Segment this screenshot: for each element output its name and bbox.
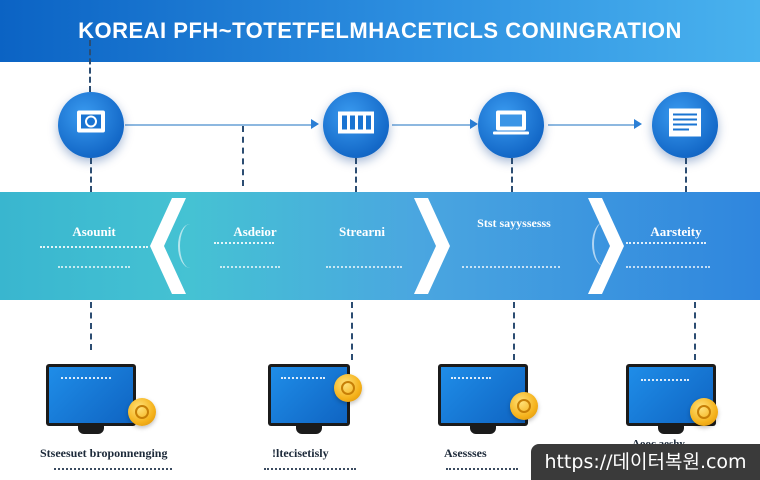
stage-label: Aarsteity	[650, 224, 702, 239]
caption-detail-line	[446, 468, 518, 470]
stage-circle-4	[652, 92, 718, 158]
step-caption: Asessses	[444, 446, 487, 460]
caption-detail-line	[264, 468, 356, 470]
step-caption: Stseesuet broponnenging	[40, 446, 168, 460]
stage-label: Asdeior	[233, 224, 277, 239]
band-monitor-connector	[90, 302, 92, 350]
step-caption: !ltecisetisly	[272, 446, 329, 460]
caption-detail-line	[54, 468, 172, 470]
stage-circle-1	[58, 92, 124, 158]
chevron-icon	[150, 198, 186, 294]
chevron-right-icon	[588, 198, 624, 294]
arrow-right-icon	[634, 119, 642, 129]
page-title: KOREAI PFH~TOTETFELMHACETICLS CONINGRATI…	[78, 18, 682, 43]
header-banner	[0, 0, 760, 62]
branch-connector	[242, 126, 244, 186]
arrow-right-icon	[470, 119, 478, 129]
monitor-icon	[46, 364, 136, 426]
connector-line	[125, 124, 315, 126]
stage-detail-line	[326, 266, 402, 270]
stage-detail-line	[626, 242, 706, 247]
stage-detail-line	[214, 242, 274, 247]
stage-circle-2	[323, 92, 389, 158]
arc-decoration	[418, 222, 442, 266]
monitor-stand	[470, 426, 496, 434]
document-icon	[667, 107, 703, 144]
building-icon	[336, 108, 376, 143]
chevron-right-icon	[414, 198, 450, 294]
watermark-banner: https://데이터복원.com	[531, 444, 760, 480]
stage-detail-line	[462, 266, 560, 270]
laptop-icon	[492, 108, 530, 143]
monitor-stand	[658, 426, 684, 434]
band-monitor-connector	[351, 302, 353, 360]
arc-decoration	[592, 222, 616, 266]
band-monitor-connector	[694, 302, 696, 360]
coin-icon	[128, 398, 156, 426]
stage-detail-line	[626, 266, 710, 270]
coin-icon	[510, 392, 538, 420]
stage-circle-3	[478, 92, 544, 158]
monitor-stand	[296, 426, 322, 434]
circle-band-connector	[90, 158, 92, 192]
stage-label: Stst sayyssesss	[477, 216, 551, 230]
top-connector	[89, 40, 91, 92]
arc-decoration	[178, 224, 202, 268]
coin-icon	[690, 398, 718, 426]
connector-line	[392, 124, 474, 126]
monitor-stand	[78, 426, 104, 434]
band-monitor-connector	[513, 302, 515, 360]
arrow-right-icon	[311, 119, 319, 129]
stage-label: Strearni	[339, 224, 385, 239]
circle-band-connector	[685, 158, 687, 192]
stage-detail-line	[220, 266, 280, 270]
stage-label: Asounit	[72, 224, 116, 239]
monitor-icon	[75, 109, 107, 142]
stage-detail-line	[58, 266, 130, 270]
connector-line	[548, 124, 638, 126]
circle-band-connector	[511, 158, 513, 192]
stage-detail-line	[40, 246, 148, 251]
coin-icon	[334, 374, 362, 402]
circle-band-connector	[355, 158, 357, 192]
